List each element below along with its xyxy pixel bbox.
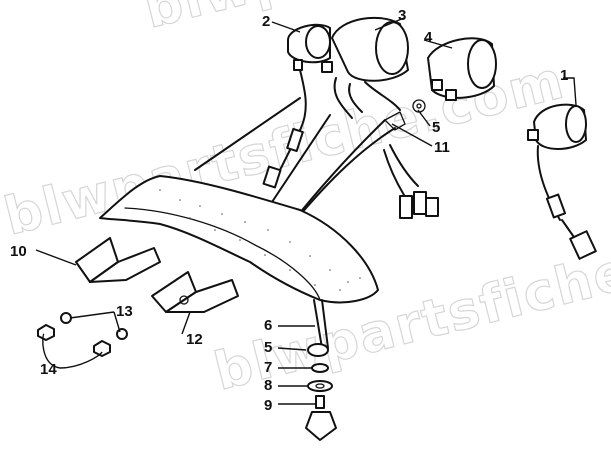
callout-12: 12 [186, 331, 203, 348]
callout-7: 7 [264, 359, 272, 376]
gauge-small-2 [262, 23, 331, 189]
callout-4: 4 [424, 29, 433, 46]
fitting-9 [315, 395, 325, 409]
washer-13a [60, 312, 72, 324]
bracket-12 [151, 271, 239, 313]
callout-13: 13 [116, 303, 133, 320]
callout-9: 9 [264, 397, 272, 414]
gauge-4 [383, 37, 497, 219]
texture-dots [159, 189, 361, 291]
column-hardware [305, 299, 337, 441]
hardware-left [37, 312, 128, 357]
nut-14b [93, 340, 111, 357]
washer-13b [116, 328, 128, 340]
nut-5 [307, 343, 329, 357]
gauge-1 [527, 103, 597, 260]
callout-5-top: 5 [432, 119, 440, 136]
callout-1: 1 [560, 67, 568, 84]
callout-2: 2 [262, 13, 270, 30]
washer-8 [307, 380, 333, 392]
nut-14a [37, 324, 55, 341]
callout-11: 11 [434, 139, 450, 156]
gauge-large-3 [321, 16, 409, 119]
callout-5-bottom: 5 [264, 339, 272, 356]
dash-pod-cover [99, 175, 379, 304]
dash-pod-outline [194, 97, 331, 206]
leader-lines [35, 17, 577, 405]
callout-10: 10 [10, 243, 27, 260]
callout-labels: 2 3 4 1 5 11 10 13 12 14 6 5 7 8 9 [10, 7, 568, 414]
bracket-10 [75, 237, 161, 283]
callout-6: 6 [264, 317, 272, 334]
callout-8: 8 [264, 377, 272, 394]
callout-14: 14 [40, 361, 57, 378]
cable-end [305, 411, 337, 441]
washer-7 [311, 363, 329, 373]
callout-3: 3 [398, 7, 406, 24]
